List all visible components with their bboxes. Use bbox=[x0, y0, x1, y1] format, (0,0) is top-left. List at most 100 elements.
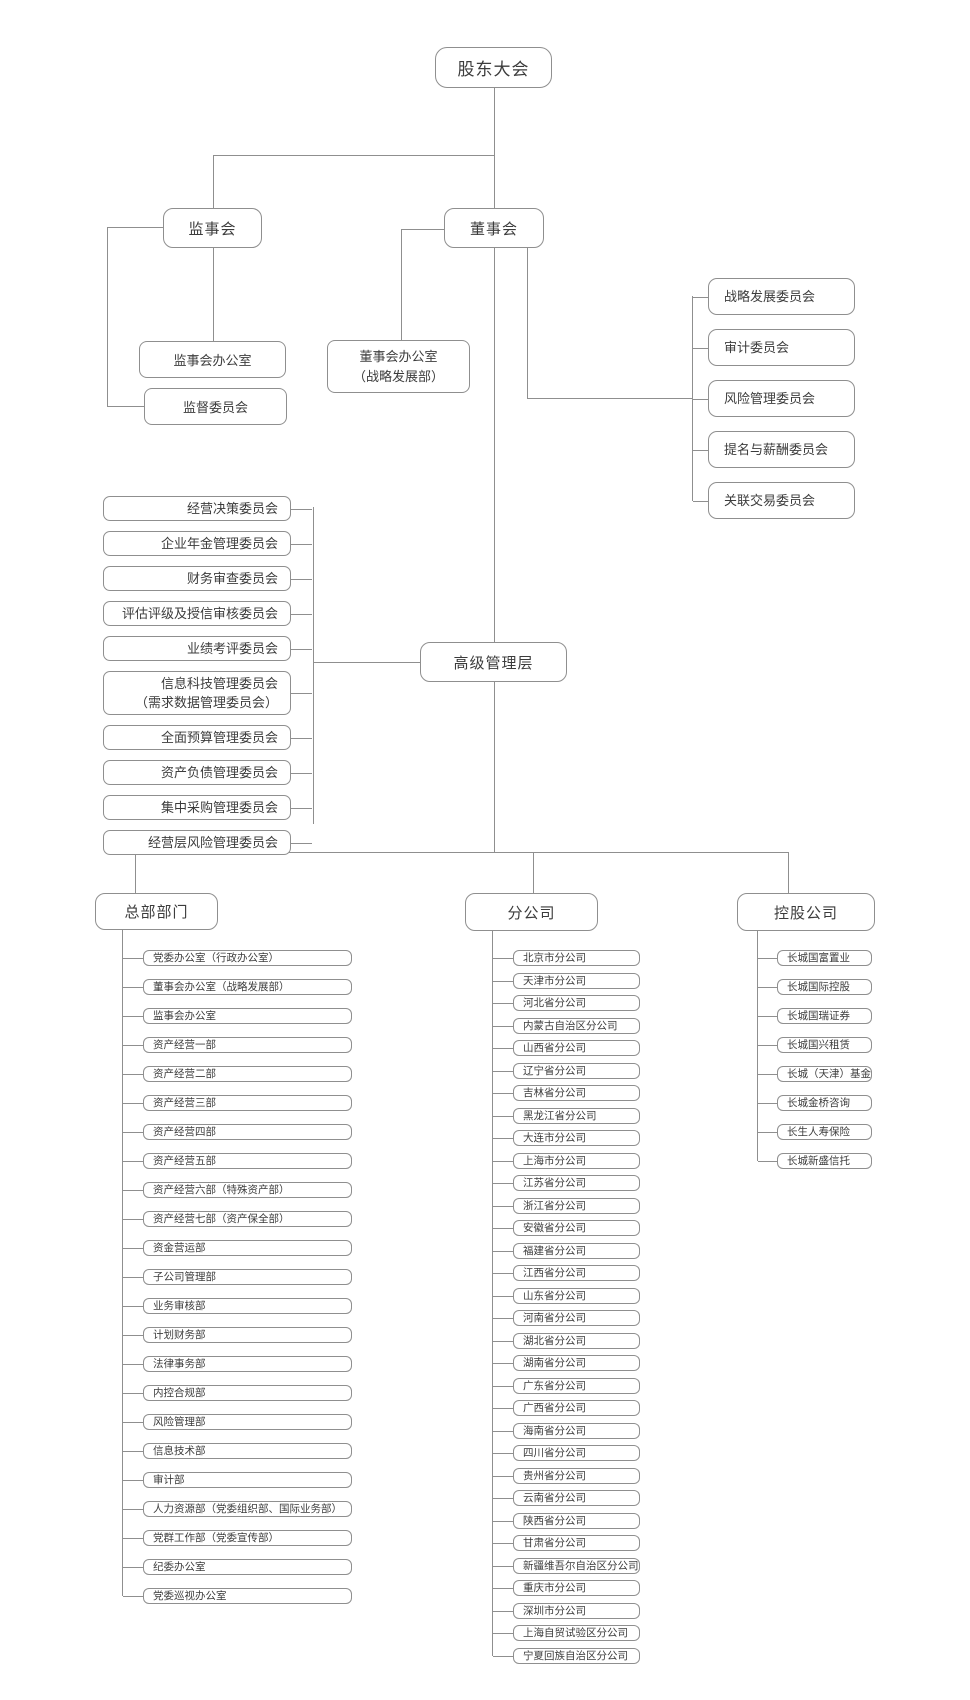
headquarters-department-item: 党委办公室（行政办公室） bbox=[123, 950, 352, 966]
branch-company-item: 重庆市分公司 bbox=[493, 1580, 640, 1596]
connector-line bbox=[494, 88, 495, 208]
connector-line bbox=[401, 229, 444, 230]
management-committee-list: 经营决策委员会企业年金管理委员会财务审查委员会评估评级及授信审核委员会业绩考评委… bbox=[103, 496, 312, 855]
connector-line bbox=[494, 682, 495, 852]
board-committee-item: 提名与薪酬委员会 bbox=[693, 431, 855, 468]
connector-line bbox=[213, 155, 214, 208]
holding-company-item: 长城国瑞证券 bbox=[758, 1008, 872, 1024]
branch-company-item: 广东省分公司 bbox=[493, 1377, 640, 1394]
branch-company-item: 云南省分公司 bbox=[493, 1490, 640, 1506]
org-node-board-of-directors: 董事会 bbox=[444, 208, 544, 248]
branch-company-item: 天津市分公司 bbox=[493, 972, 640, 989]
board-committee-item: 关联交易委员会 bbox=[693, 482, 855, 519]
branch-company-item: 北京市分公司 bbox=[493, 950, 640, 966]
headquarters-department-item: 资产经营一部 bbox=[123, 1037, 352, 1053]
connector-line bbox=[135, 852, 788, 853]
org-node-supervision-committee: 监督委员会 bbox=[144, 388, 287, 425]
org-node-shareholders-meeting: 股东大会 bbox=[435, 47, 552, 88]
connector-line bbox=[107, 406, 144, 407]
branch-company-item: 海南省分公司 bbox=[493, 1422, 640, 1439]
headquarters-department-item: 资产经营三部 bbox=[123, 1095, 352, 1111]
headquarters-department-item: 监事会办公室 bbox=[123, 1008, 352, 1024]
org-node-senior-management: 高级管理层 bbox=[420, 642, 567, 682]
branch-company-item: 江苏省分公司 bbox=[493, 1175, 640, 1191]
branch-company-item: 四川省分公司 bbox=[493, 1445, 640, 1461]
branch-company-item: 山西省分公司 bbox=[493, 1040, 640, 1056]
branch-company-item: 河南省分公司 bbox=[493, 1310, 640, 1326]
connector-line bbox=[757, 930, 758, 1161]
connector-line bbox=[492, 930, 493, 1656]
headquarters-department-item: 法律事务部 bbox=[123, 1356, 352, 1372]
branch-company-item: 陕西省分公司 bbox=[493, 1512, 640, 1529]
headquarters-department-item: 资产经营四部 bbox=[123, 1124, 352, 1140]
branch-company-item: 甘肃省分公司 bbox=[493, 1535, 640, 1551]
connector-line bbox=[692, 296, 693, 501]
branch-company-item: 贵州省分公司 bbox=[493, 1467, 640, 1484]
holding-company-list: 长城国富置业长城国际控股长城国瑞证券长城国兴租赁长城（天津）基金长城金桥咨询长生… bbox=[758, 950, 872, 1169]
connector-line bbox=[494, 248, 495, 642]
branch-company-item: 福建省分公司 bbox=[493, 1242, 640, 1259]
connector-line bbox=[213, 155, 494, 156]
branch-company-item: 浙江省分公司 bbox=[493, 1197, 640, 1214]
management-committee-item: 经营层风险管理委员会 bbox=[103, 830, 312, 855]
org-node-headquarters: 总部部门 bbox=[95, 893, 218, 930]
branch-company-item: 深圳市分公司 bbox=[493, 1602, 640, 1619]
connector-line bbox=[213, 248, 214, 341]
branch-company-item: 山东省分公司 bbox=[493, 1287, 640, 1304]
headquarters-department-item: 资产经营二部 bbox=[123, 1066, 352, 1082]
branch-company-item: 内蒙古自治区分公司 bbox=[493, 1017, 640, 1034]
board-office-line2: （战略发展部） bbox=[352, 368, 444, 384]
management-committee-item: 财务审查委员会 bbox=[103, 566, 312, 591]
org-node-branch-companies: 分公司 bbox=[465, 893, 598, 931]
branch-company-item: 江西省分公司 bbox=[493, 1265, 640, 1281]
branch-company-item: 安徽省分公司 bbox=[493, 1220, 640, 1236]
headquarters-department-item: 子公司管理部 bbox=[123, 1269, 352, 1285]
holding-company-item: 长城金桥咨询 bbox=[758, 1095, 872, 1111]
branch-company-item: 上海市分公司 bbox=[493, 1152, 640, 1169]
headquarters-department-item: 审计部 bbox=[123, 1472, 352, 1488]
headquarters-department-item: 业务审核部 bbox=[123, 1298, 352, 1314]
branch-company-item: 辽宁省分公司 bbox=[493, 1062, 640, 1079]
branch-company-item: 广西省分公司 bbox=[493, 1400, 640, 1416]
connector-line bbox=[313, 507, 314, 824]
board-committee-list: 战略发展委员会审计委员会风险管理委员会提名与薪酬委员会关联交易委员会 bbox=[693, 278, 855, 519]
management-committee-item: 资产负债管理委员会 bbox=[103, 760, 312, 785]
branch-company-item: 湖南省分公司 bbox=[493, 1355, 640, 1371]
branch-company-item: 宁夏回族自治区分公司 bbox=[493, 1647, 640, 1664]
connector-line bbox=[788, 852, 789, 893]
connector-line bbox=[107, 227, 108, 406]
connector-line bbox=[533, 852, 534, 893]
holding-company-item: 长生人寿保险 bbox=[758, 1124, 872, 1140]
branch-company-item: 湖北省分公司 bbox=[493, 1332, 640, 1349]
connector-line bbox=[527, 248, 528, 398]
org-node-holding-companies: 控股公司 bbox=[737, 893, 875, 931]
branch-company-item: 河北省分公司 bbox=[493, 995, 640, 1011]
branch-company-list: 北京市分公司天津市分公司河北省分公司内蒙古自治区分公司山西省分公司辽宁省分公司吉… bbox=[493, 950, 640, 1664]
connector-line bbox=[401, 229, 402, 340]
holding-company-item: 长城国富置业 bbox=[758, 950, 872, 966]
board-committee-item: 风险管理委员会 bbox=[693, 380, 855, 417]
management-committee-item: 企业年金管理委员会 bbox=[103, 531, 312, 556]
management-committee-item: 评估评级及授信审核委员会 bbox=[103, 601, 312, 626]
branch-company-item: 上海自贸试验区分公司 bbox=[493, 1625, 640, 1641]
management-committee-item: 信息科技管理委员会（需求数据管理委员会） bbox=[103, 671, 312, 715]
headquarters-department-item: 党群工作部（党委宣传部） bbox=[123, 1530, 352, 1546]
connector-line bbox=[122, 930, 123, 1596]
holding-company-item: 长城新盛信托 bbox=[758, 1153, 872, 1169]
headquarters-department-item: 资金营运部 bbox=[123, 1240, 352, 1256]
headquarters-department-item: 内控合规部 bbox=[123, 1385, 352, 1401]
connector-line bbox=[107, 227, 163, 228]
branch-company-item: 新疆维吾尔自治区分公司 bbox=[493, 1557, 640, 1574]
board-office-line1: 董事会办公室 bbox=[359, 348, 438, 364]
headquarters-department-item: 董事会办公室（战略发展部） bbox=[123, 979, 352, 995]
headquarters-department-item: 党委巡视办公室 bbox=[123, 1588, 352, 1604]
connector-line bbox=[135, 852, 136, 893]
org-node-supervisory-office: 监事会办公室 bbox=[139, 341, 286, 378]
management-committee-item: 业绩考评委员会 bbox=[103, 636, 312, 661]
headquarters-department-item: 资产经营五部 bbox=[123, 1153, 352, 1169]
headquarters-department-item: 信息技术部 bbox=[123, 1443, 352, 1459]
headquarters-department-item: 风险管理部 bbox=[123, 1414, 352, 1430]
management-committee-item: 全面预算管理委员会 bbox=[103, 725, 312, 750]
board-committee-item: 审计委员会 bbox=[693, 329, 855, 366]
